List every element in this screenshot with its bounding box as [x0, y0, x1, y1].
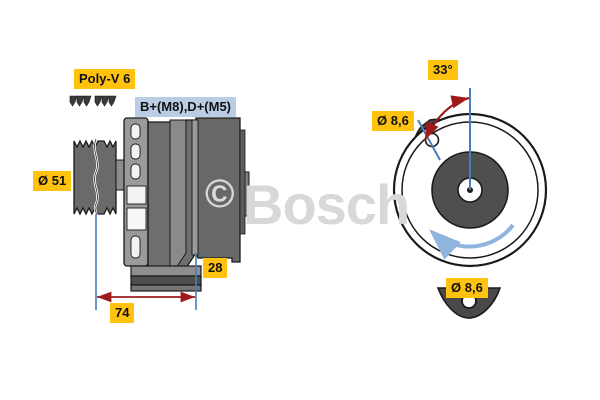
- poly-v-groove-icon: [69, 95, 117, 107]
- label-bolt-hole-bottom: Ø 8,6: [446, 278, 488, 298]
- label-pulley-diameter: Ø 51: [33, 171, 72, 191]
- poly-v-pulley: [73, 138, 117, 217]
- rotation-direction-arrow: [429, 223, 515, 260]
- bosch-watermark: Bosch: [243, 173, 410, 236]
- label-length-74: 74: [110, 303, 135, 323]
- label-bolt-hole-top: Ø 8,6: [372, 111, 414, 131]
- ventilated-end-shield: [123, 117, 149, 267]
- front-end-view: [392, 88, 548, 319]
- side-elevation-view: [73, 117, 250, 310]
- copyright-symbol: ©: [205, 172, 235, 216]
- mounting-foot: [130, 265, 202, 292]
- label-terminals: B+(M8),D+(M5): [135, 97, 237, 117]
- label-angle-33: 33°: [428, 60, 458, 80]
- side-view-centerlines: [95, 214, 197, 310]
- label-poly-v: Poly-V 6: [74, 69, 136, 89]
- label-offset-28: 28: [203, 258, 228, 278]
- front-view-centerlines: [417, 88, 471, 190]
- rear-end-housing: [191, 117, 250, 263]
- stator-housing: [147, 119, 197, 269]
- angle-arc-33: [424, 95, 470, 141]
